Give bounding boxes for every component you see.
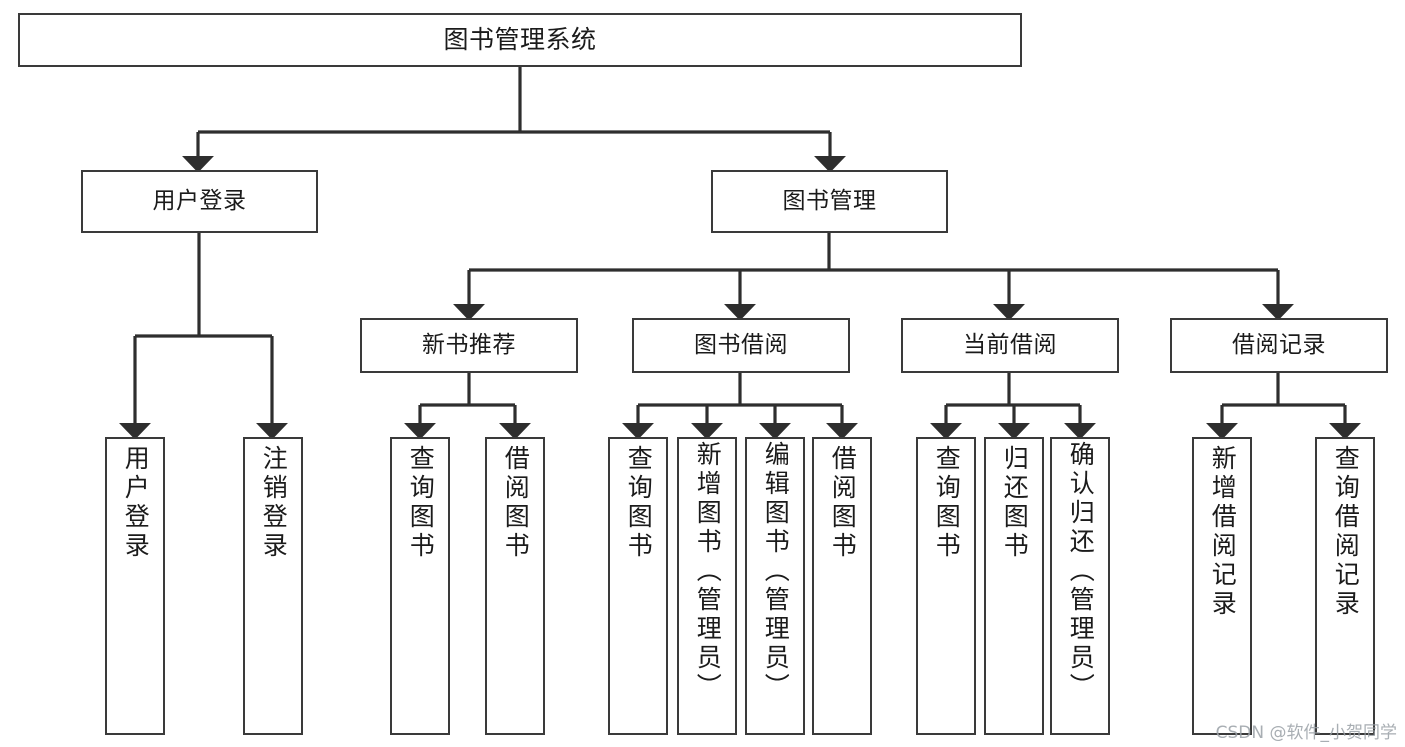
node-label: 用户登录 [121, 445, 151, 561]
node-label: 查询借阅记录 [1331, 445, 1361, 619]
node-label: 查询图书 [932, 445, 962, 561]
node-label: 图书管理 [782, 187, 877, 214]
node-root-book-management-system[interactable]: 图书管理系统 [18, 13, 1022, 67]
node-label: 归还图书 [1000, 445, 1030, 561]
node-label: 借阅图书 [501, 445, 531, 561]
node-user-login[interactable]: 用户登录 [81, 170, 318, 233]
node-new-book-recommend[interactable]: 新书推荐 [360, 318, 578, 373]
node-label: 查询图书 [624, 445, 654, 561]
csdn-watermark: CSDN @软件_小贺同学 [1215, 723, 1397, 743]
node-leaf-return-book[interactable]: 归还图书 [984, 437, 1044, 735]
node-leaf-borrow-book-borrow[interactable]: 借阅图书 [812, 437, 872, 735]
node-label: 编辑图书（管理员） [761, 441, 791, 702]
node-label: 新书推荐 [422, 331, 516, 358]
node-label: 查询图书 [406, 445, 436, 561]
node-book-borrow[interactable]: 图书借阅 [632, 318, 850, 373]
node-label: 图书借阅 [694, 331, 788, 358]
node-leaf-add-borrow-record[interactable]: 新增借阅记录 [1192, 437, 1252, 735]
node-current-borrow[interactable]: 当前借阅 [901, 318, 1119, 373]
node-leaf-query-book-recommend[interactable]: 查询图书 [390, 437, 450, 735]
node-leaf-logout-login[interactable]: 注销登录 [243, 437, 303, 735]
node-label: 新增借阅记录 [1208, 445, 1238, 619]
node-leaf-confirm-return-admin[interactable]: 确认归还（管理员） [1050, 437, 1110, 735]
node-leaf-query-book-borrow[interactable]: 查询图书 [608, 437, 668, 735]
node-leaf-user-login[interactable]: 用户登录 [105, 437, 165, 735]
node-leaf-query-borrow-record[interactable]: 查询借阅记录 [1315, 437, 1375, 735]
node-label: 用户登录 [152, 187, 247, 214]
node-leaf-query-book-current[interactable]: 查询图书 [916, 437, 976, 735]
node-leaf-add-book-admin[interactable]: 新增图书（管理员） [677, 437, 737, 735]
node-label: 当前借阅 [963, 331, 1057, 358]
node-leaf-edit-book-admin[interactable]: 编辑图书（管理员） [745, 437, 805, 735]
node-borrow-record[interactable]: 借阅记录 [1170, 318, 1388, 373]
node-label: 注销登录 [259, 445, 289, 561]
node-label: 借阅记录 [1232, 331, 1326, 358]
node-label: 新增图书（管理员） [693, 441, 723, 702]
node-leaf-borrow-book-recommend[interactable]: 借阅图书 [485, 437, 545, 735]
node-label: 借阅图书 [828, 445, 858, 561]
node-label: 图书管理系统 [443, 25, 597, 55]
node-label: 确认归还（管理员） [1066, 441, 1096, 702]
node-book-management[interactable]: 图书管理 [711, 170, 948, 233]
